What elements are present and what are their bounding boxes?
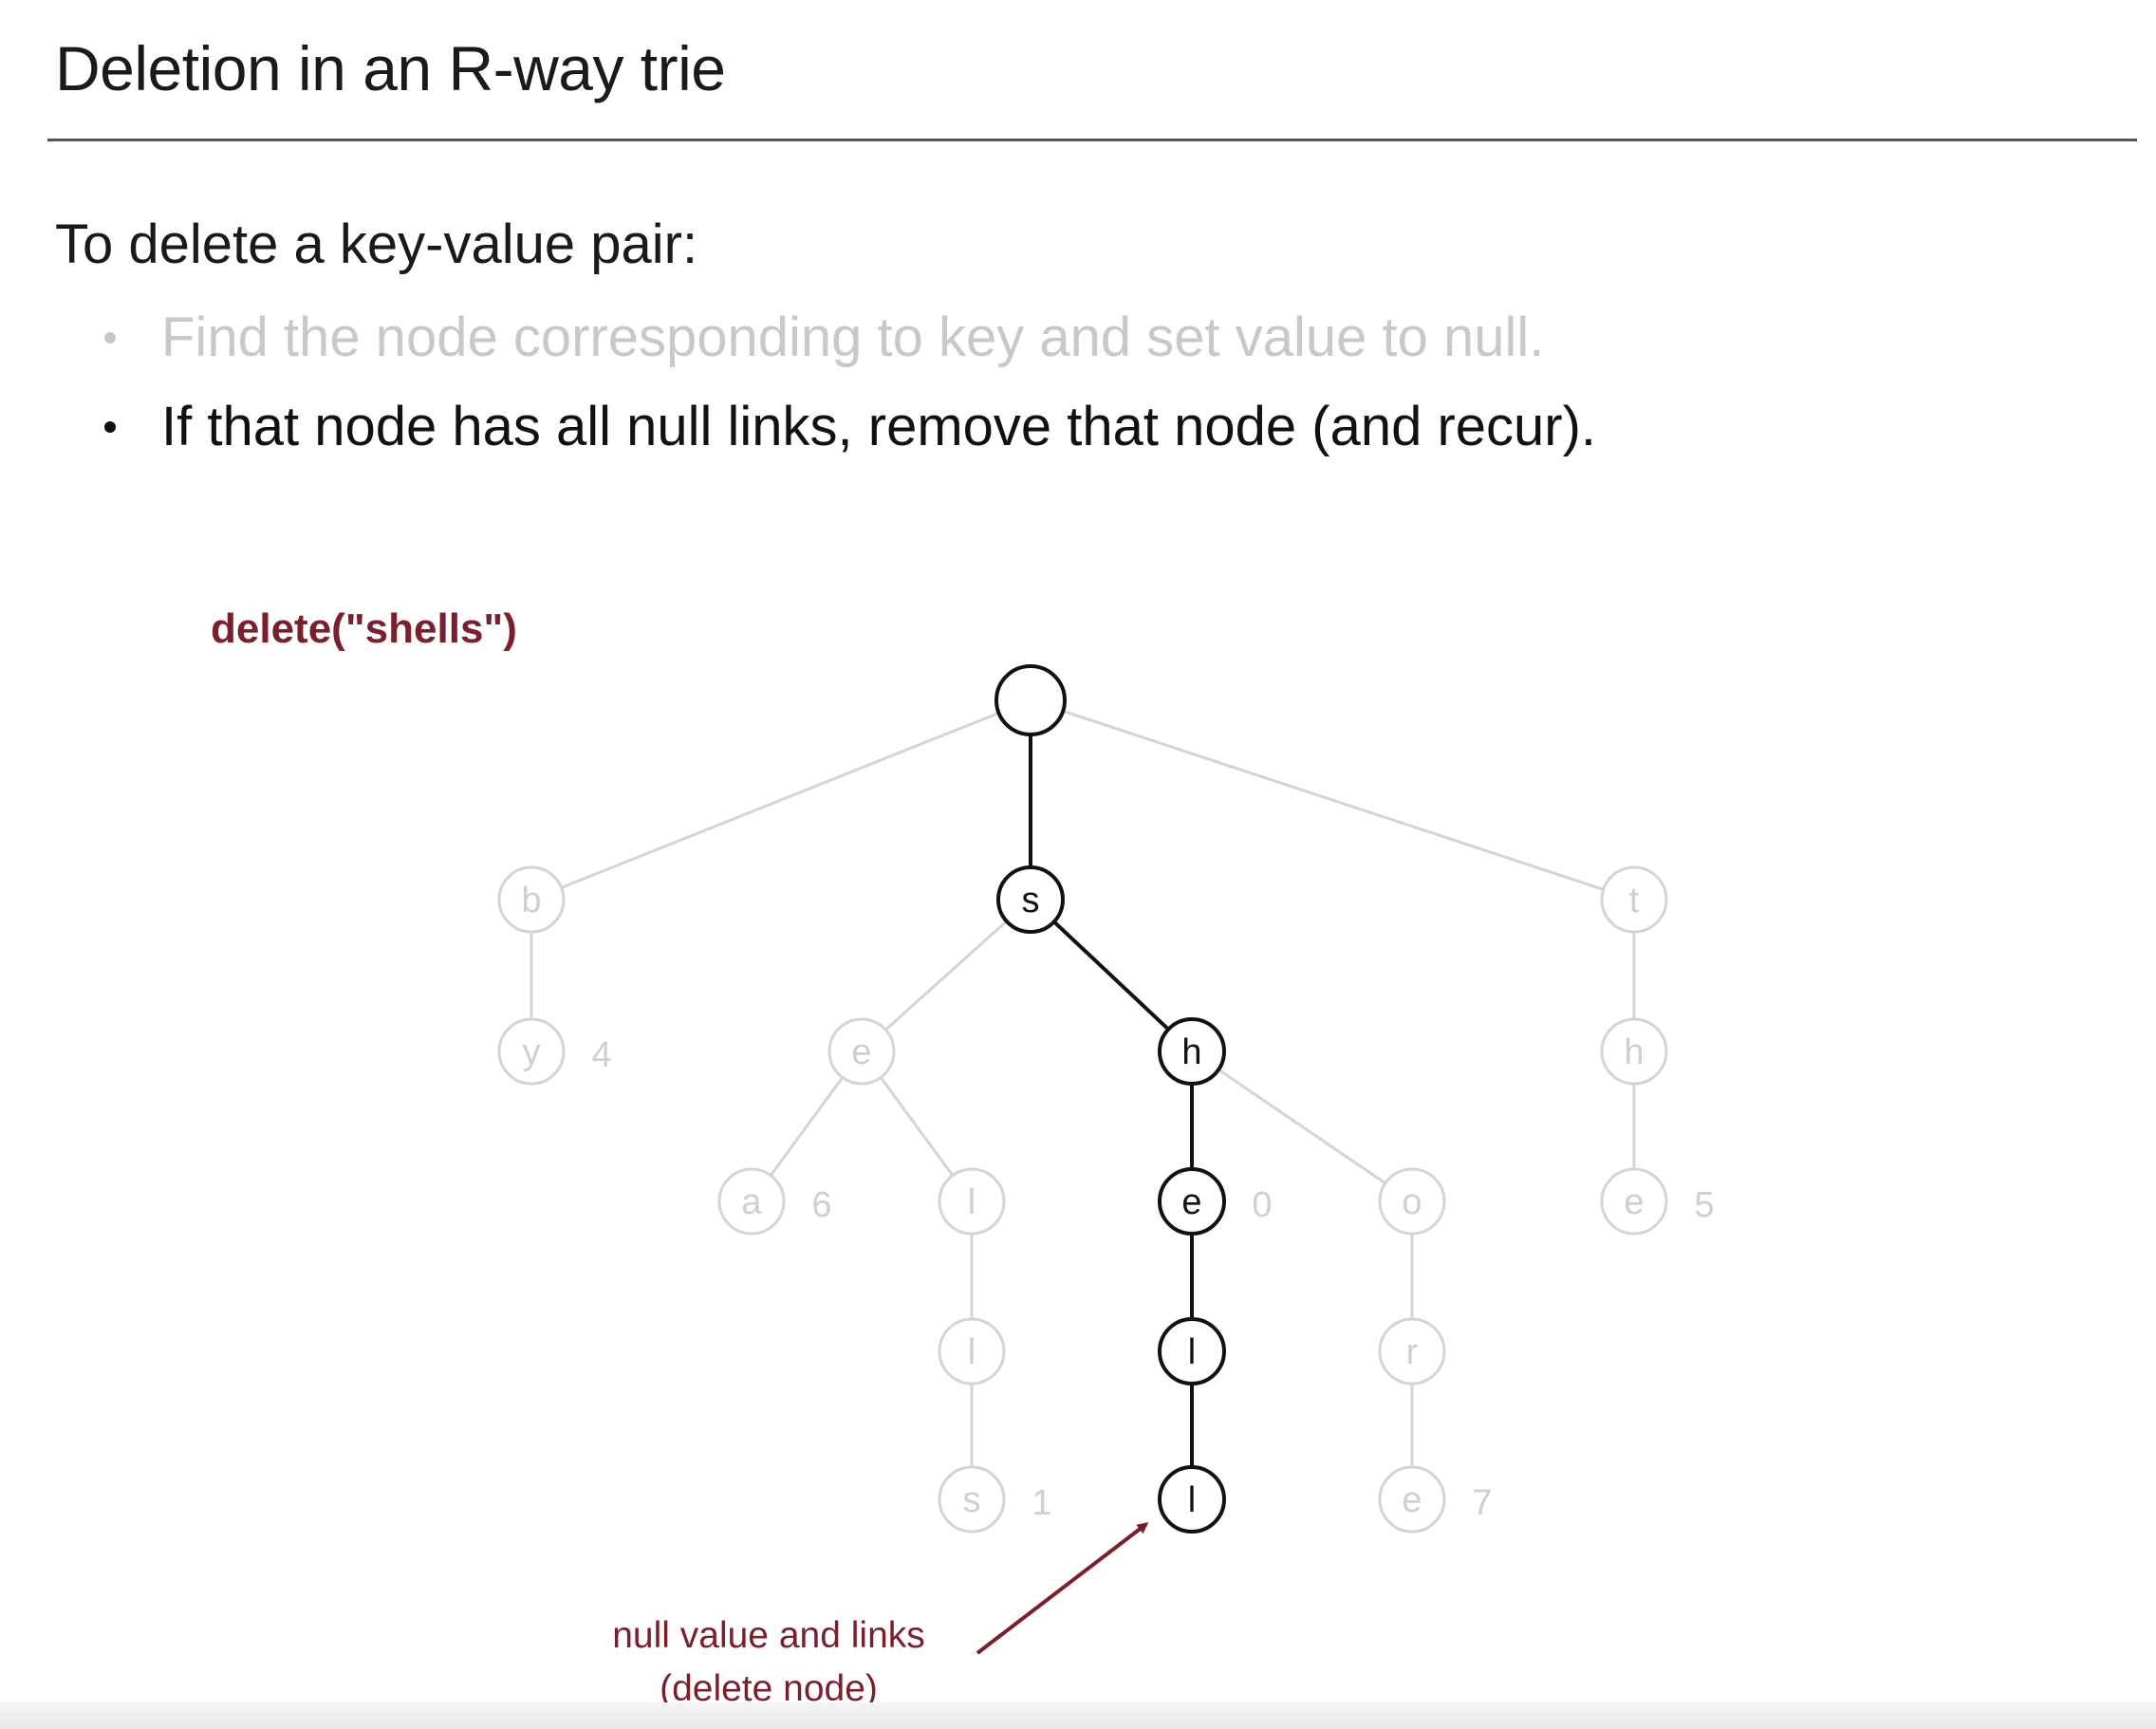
trie-node-circle: [938, 1465, 1006, 1534]
trie-node-char: r: [1406, 1332, 1419, 1372]
trie-node-sel: l: [938, 1167, 1006, 1236]
trie-node-char: a: [741, 1182, 762, 1222]
trie-node-se: e: [827, 1017, 896, 1086]
trie-node-sho: o: [1378, 1167, 1446, 1236]
bullet-item-remove-node: If that node has all null links, remove …: [104, 395, 1596, 458]
trie-node-circle: [1158, 1465, 1226, 1534]
trie-node-char: e: [1181, 1182, 1201, 1222]
trie-node-circle: [1378, 1317, 1446, 1385]
annotation-caption: null value and links (delete node): [569, 1609, 968, 1716]
trie-link-s-se: [884, 920, 1008, 1032]
trie-node-value: 5: [1694, 1185, 1714, 1225]
bullet-item-find-node: Find the node corresponding to key and s…: [104, 306, 1544, 369]
trie-node-root: [994, 664, 1067, 736]
trie-link-root-t: [1060, 709, 1605, 891]
trie-link-s-sh: [1052, 920, 1170, 1032]
trie-node-char: e: [1624, 1182, 1644, 1222]
annotation-line-1: null value and links: [612, 1615, 925, 1656]
annotation-arrow-icon: [976, 1522, 1149, 1655]
trie-node-circle: [497, 865, 566, 934]
trie-node-char: l: [1188, 1480, 1196, 1520]
trie-node-circle: [1378, 1465, 1446, 1534]
trie-node-circle: [938, 1317, 1006, 1385]
trie-node-b: b: [497, 865, 566, 934]
trie-link-root-b: [561, 711, 1001, 889]
bottom-bar: [0, 1702, 2156, 1729]
trie-node-char: l: [968, 1182, 976, 1222]
trie-node-circle: [1158, 1167, 1226, 1236]
trie-node-char: h: [1181, 1032, 1201, 1072]
trie-node-circle: [1378, 1167, 1446, 1236]
trie-node-s: s: [996, 865, 1065, 934]
trie-node-value: 1: [1032, 1483, 1051, 1523]
trie-node-circle: [497, 1017, 566, 1086]
trie-link-se-sea: [769, 1076, 845, 1177]
trie-node-circle: [1158, 1317, 1226, 1385]
trie-node-value: 0: [1252, 1185, 1272, 1225]
trie-node-circle: [994, 664, 1067, 736]
trie-link-sh-sho: [1217, 1068, 1386, 1185]
trie-node-char: y: [523, 1032, 541, 1072]
trie-node-circle: [1600, 865, 1668, 934]
trie-link-se-sel: [879, 1076, 955, 1177]
trie-node-char: s: [1022, 881, 1040, 920]
trie-node-value: 4: [591, 1035, 611, 1075]
trie-node-shell: l: [1158, 1465, 1226, 1534]
annotation-line-2: (delete node): [660, 1668, 878, 1709]
trie-node-value: 7: [1472, 1483, 1492, 1523]
trie-node-t: t: [1600, 865, 1668, 934]
trie-node-value: 6: [811, 1185, 831, 1225]
trie-node-sh: h: [1158, 1017, 1226, 1086]
intro-text: To delete a key-value pair:: [55, 214, 698, 275]
trie-node-char: h: [1624, 1032, 1644, 1072]
trie-node-circle: [1600, 1167, 1668, 1236]
trie-node-circle: [717, 1167, 786, 1236]
trie-node-shel: l: [1158, 1317, 1226, 1385]
trie-node-char: o: [1402, 1182, 1422, 1222]
trie-node-char: t: [1629, 881, 1640, 920]
trie-node-char: s: [963, 1480, 981, 1520]
trie-node-circle: [827, 1017, 896, 1086]
trie-node-circle: [1158, 1017, 1226, 1086]
bullet-text: If that node has all null links, remove …: [161, 396, 1597, 457]
slide-title: Deletion in an R-way trie: [55, 33, 726, 103]
trie-node-circle: [938, 1167, 1006, 1236]
trie-node-char: l: [968, 1332, 976, 1372]
title-divider: [47, 139, 2137, 141]
bullet-dot-icon: [104, 420, 116, 433]
trie-node-char: e: [851, 1032, 871, 1072]
trie-node-char: l: [1188, 1332, 1196, 1372]
trie-node-shor: r: [1378, 1317, 1446, 1385]
trie-node-th: h: [1600, 1017, 1668, 1086]
operation-label: delete("shells"): [211, 605, 517, 652]
trie-node-char: e: [1402, 1480, 1422, 1520]
trie-node-sell: l: [938, 1317, 1006, 1385]
trie-node-circle: [996, 865, 1065, 934]
bullet-dot-icon: [104, 331, 116, 344]
trie-node-circle: [1600, 1017, 1668, 1086]
trie-node-char: b: [521, 881, 541, 920]
bullet-text: Find the node corresponding to key and s…: [161, 307, 1545, 368]
